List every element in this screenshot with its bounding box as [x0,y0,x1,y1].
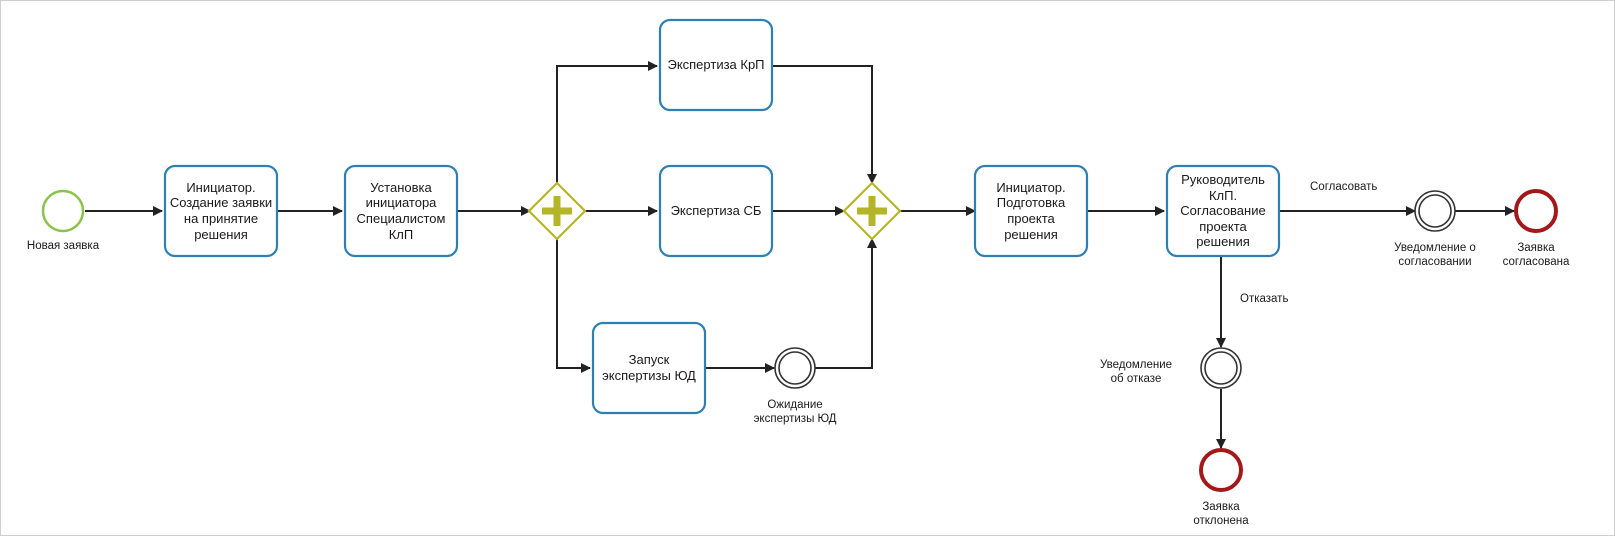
flow-fork-to-krp [556,61,658,183]
task-initiator-prepare[interactable] [973,164,1089,258]
end-event-rejected[interactable] [1199,448,1243,492]
gateway-join[interactable] [842,181,902,241]
flow-wait-to-join [815,238,877,369]
end-event-approved[interactable] [1514,189,1558,233]
event-wait-yud[interactable] [774,347,816,389]
event-label-notify-approved: Уведомление о согласовании [1394,241,1476,268]
event-label-wait-yud: Ожидание экспертизы ЮД [753,398,837,425]
task-expertise-sb[interactable] [658,164,774,258]
flow-fork-to-yud [556,239,591,373]
flow-krp-to-join [772,65,877,184]
task-label-set-initiator: Установка инициатора Специалистом КлП [356,179,446,242]
start-event[interactable] [41,189,85,233]
task-initiator-create[interactable] [163,164,279,258]
task-label-launch-yud: Запуск экспертизы ЮД [602,352,696,383]
plus-icon [857,196,887,226]
task-launch-yud[interactable] [591,321,707,415]
event-label-start: Новая заявка [26,239,100,252]
task-manager-approve[interactable] [1165,164,1281,258]
task-label-expertise-krp: Экспертиза КрП [667,57,765,73]
event-label-end-approved: Заявка согласована [1502,241,1570,268]
task-label-manager-approve: Руководитель КлП. Согласование проекта р… [1180,172,1266,250]
flow-label-reject: Отказать [1240,293,1289,305]
task-label-initiator-prepare: Инициатор. Подготовка проекта решения [996,179,1066,242]
task-set-initiator[interactable] [343,164,459,258]
event-notify-approved[interactable] [1414,190,1456,232]
event-label-notify-rejected: Уведомление об отказе [1099,358,1173,385]
task-expertise-krp[interactable] [658,18,774,112]
task-label-expertise-sb: Экспертиза СБ [670,203,762,219]
event-label-end-rejected: Заявка отклонена [1193,500,1249,527]
event-notify-rejected[interactable] [1200,347,1242,389]
flow-label-approve: Согласовать [1310,181,1378,193]
task-label-initiator-create: Инициатор. Создание заявки на принятие р… [169,179,273,242]
sequence-flows [85,61,1515,449]
plus-icon [542,196,572,226]
gateway-fork[interactable] [527,181,587,241]
